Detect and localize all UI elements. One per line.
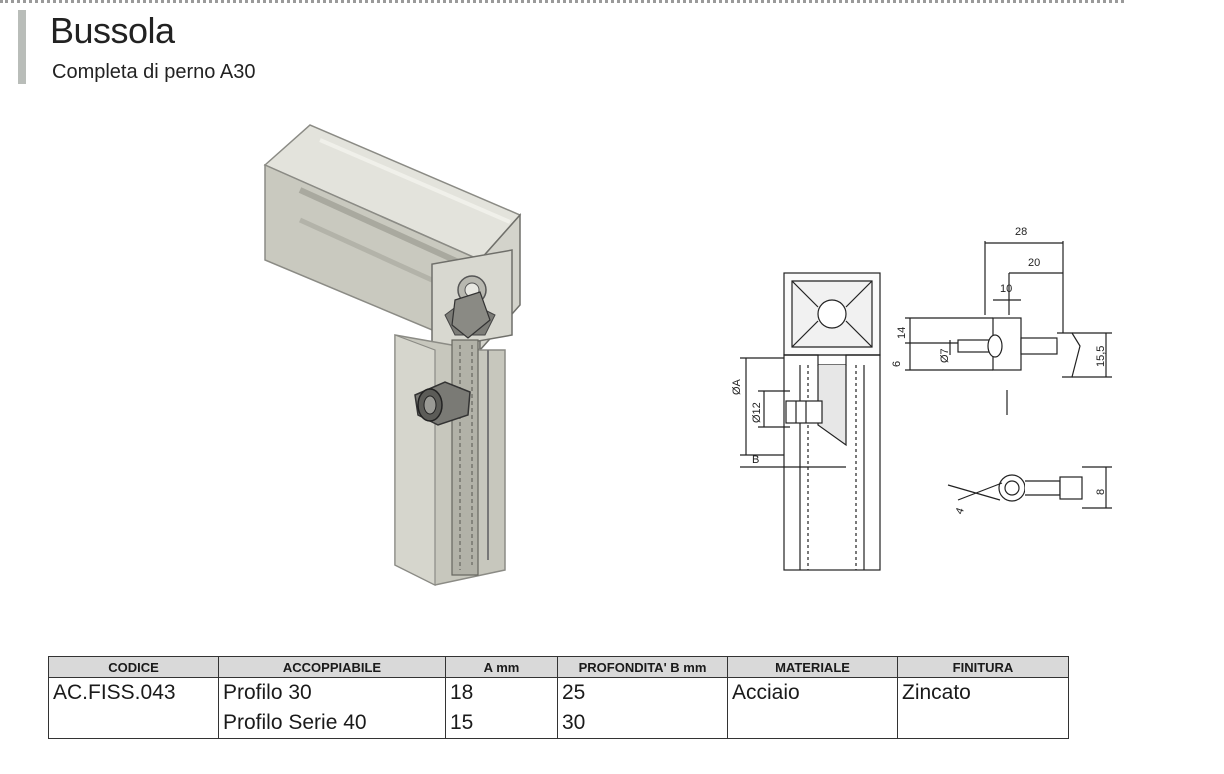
dim-10-label: 10 — [1000, 283, 1012, 295]
cell-profondita: 25 — [557, 677, 728, 708]
dim-28-label: 28 — [1015, 226, 1027, 238]
table-row: Profilo Serie 40 15 30 — [48, 708, 1069, 739]
spec-table: CODICE ACCOPPIABILE A mm PROFONDITA' B m… — [48, 656, 1069, 739]
title-accent-bar — [18, 10, 26, 84]
dim-b-label: B — [752, 454, 759, 466]
dim-15-5-label: 15,5 — [1095, 346, 1107, 367]
cell-finitura: Zincato — [897, 677, 1069, 708]
table-header-row: CODICE ACCOPPIABILE A mm PROFONDITA' B m… — [48, 656, 1069, 678]
technical-drawing: 28 20 10 14 6 Ø7 15,5 ØA Ø12 B 8 4 — [731, 226, 1112, 571]
cell-codice — [48, 708, 219, 739]
dim-6-label: 6 — [891, 361, 903, 367]
cell-accoppiabile: Profilo Serie 40 — [218, 708, 446, 739]
col-header-a-mm: A mm — [445, 656, 558, 678]
col-header-codice: CODICE — [48, 656, 219, 678]
dim-4-label: 4 — [954, 506, 967, 516]
cell-a-mm: 18 — [445, 677, 558, 708]
dim-phi7-label: Ø7 — [939, 348, 951, 363]
cell-materiale — [727, 708, 898, 739]
table-row: AC.FISS.043 Profilo 30 18 25 Acciaio Zin… — [48, 677, 1069, 708]
col-header-accoppiabile: ACCOPPIABILE — [218, 656, 446, 678]
cell-materiale: Acciaio — [727, 677, 898, 708]
dim-phi12-label: Ø12 — [751, 402, 763, 423]
page-subtitle: Completa di perno A30 — [52, 61, 256, 83]
cell-accoppiabile: Profilo 30 — [218, 677, 446, 708]
col-header-profondita: PROFONDITA' B mm — [557, 656, 728, 678]
page-title: Bussola — [50, 10, 175, 51]
cell-a-mm: 15 — [445, 708, 558, 739]
dim-phiA-label: ØA — [731, 378, 743, 395]
cell-codice: AC.FISS.043 — [48, 677, 219, 708]
top-dotted-rule — [0, 0, 1124, 7]
cell-finitura — [897, 708, 1069, 739]
dim-8-label: 8 — [1095, 489, 1107, 495]
col-header-materiale: MATERIALE — [727, 656, 898, 678]
cell-profondita: 30 — [557, 708, 728, 739]
product-isometric-image — [263, 124, 522, 586]
dim-20-label: 20 — [1028, 257, 1040, 269]
dim-14-label: 14 — [896, 327, 908, 339]
col-header-finitura: FINITURA — [897, 656, 1069, 678]
